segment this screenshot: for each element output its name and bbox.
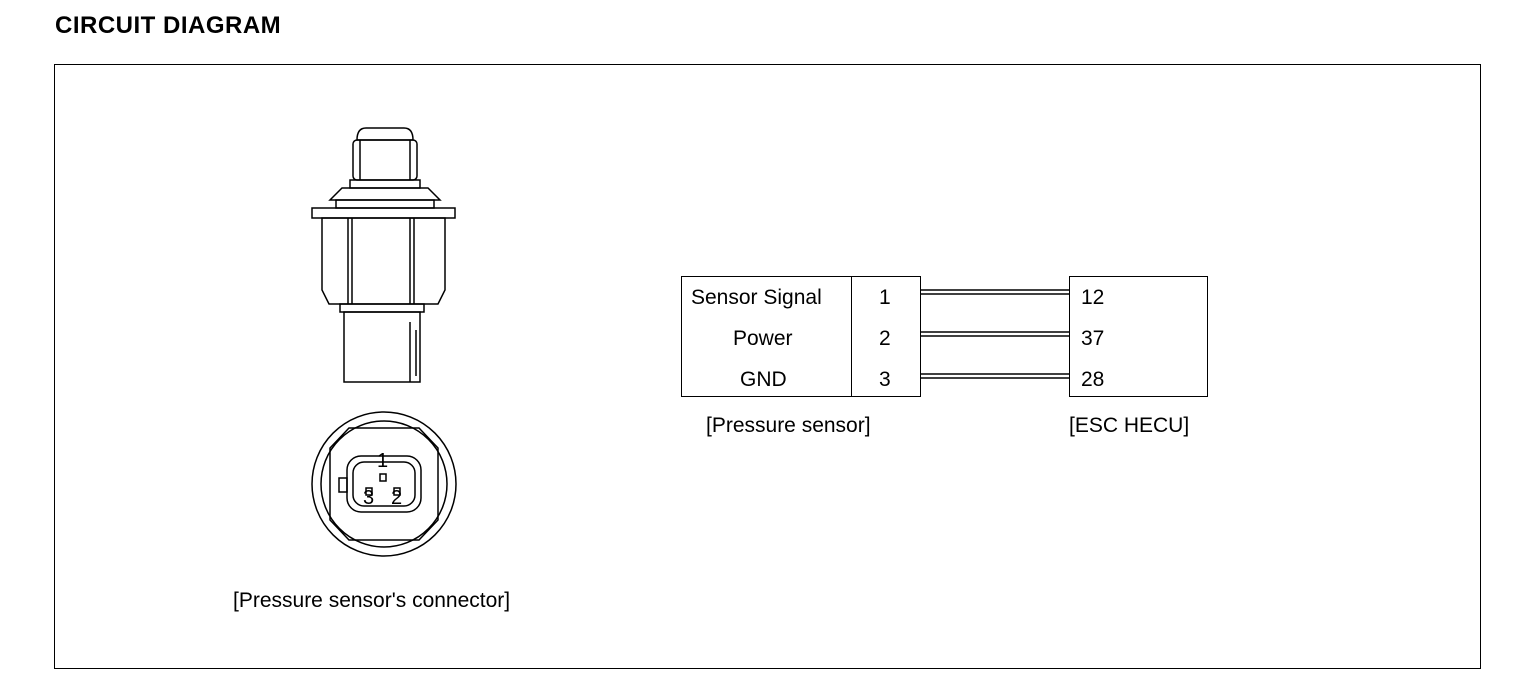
pin-name-column	[682, 277, 852, 396]
connector-pin-3: 3	[363, 487, 375, 509]
wiring	[921, 289, 1069, 379]
pressure-sensor-caption: [Pressure sensor]	[706, 414, 871, 437]
row-pin-3: 3	[879, 368, 891, 391]
sensor-connector-face	[311, 411, 457, 557]
row-name-signal: Sensor Signal	[691, 286, 822, 309]
row-pin-2: 2	[879, 327, 891, 350]
hecu-pin-12: 12	[1081, 286, 1105, 309]
diagram-title: CIRCUIT DIAGRAM	[55, 12, 282, 39]
connector-pin-1: 1	[377, 450, 389, 472]
connector-pin-2: 2	[391, 487, 403, 509]
pressure-sensor-illustration	[311, 127, 456, 383]
connector-caption: [Pressure sensor's connector]	[233, 589, 511, 612]
esc-hecu-caption: [ESC HECU]	[1069, 414, 1190, 437]
row-name-gnd: GND	[740, 368, 787, 391]
hecu-pin-28: 28	[1081, 368, 1105, 391]
pressure-sensor-pin-table: Sensor Signal Power GND 1 2 3	[681, 276, 921, 397]
row-name-power: Power	[733, 327, 793, 350]
hecu-pin-37: 37	[1081, 327, 1105, 350]
diagram-frame	[54, 64, 1481, 669]
esc-hecu-pin-table: 12 37 28	[1069, 276, 1208, 397]
row-pin-1: 1	[879, 286, 891, 309]
